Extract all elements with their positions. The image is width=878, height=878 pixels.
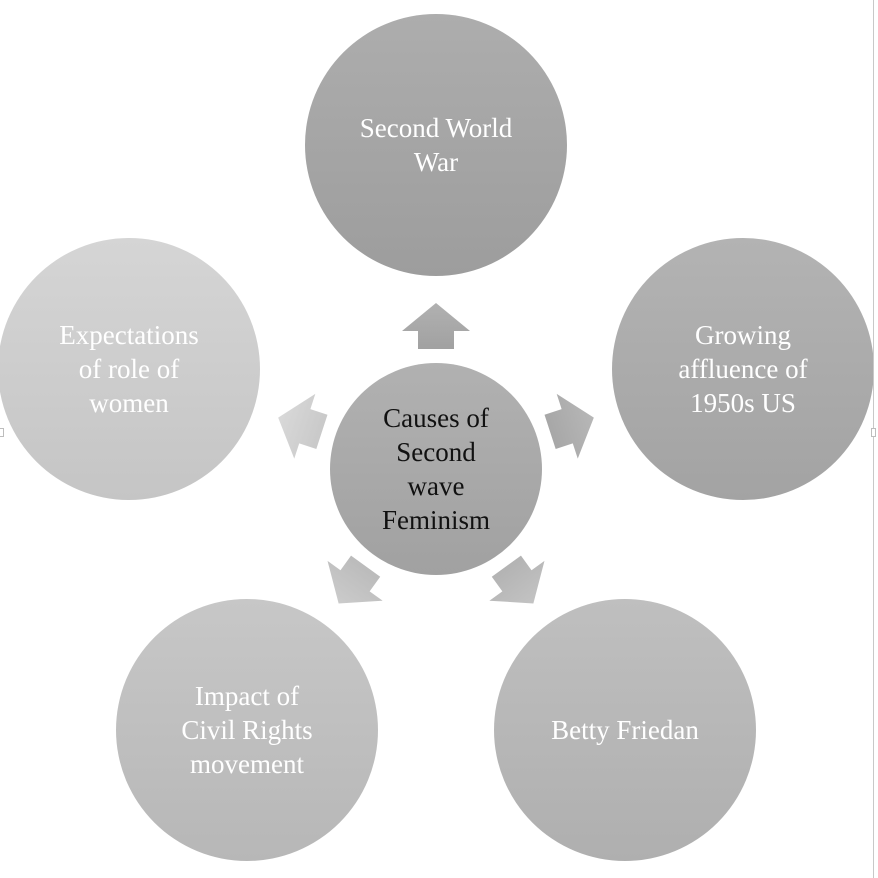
node-civil-rights-circle [116, 599, 378, 861]
arrow-to-role-of-women [278, 393, 328, 459]
node-role-of-women-label-line: of role of [79, 354, 179, 384]
arrow-to-growing-affluence [544, 393, 594, 459]
node-civil-rights-label-line: Impact of [195, 681, 299, 711]
node-betty-friedan: Betty Friedan [494, 599, 756, 861]
node-growing-affluence-label: Growing affluence of 1950s US [678, 320, 807, 418]
node-growing-affluence-label-line: affluence of [678, 354, 807, 384]
arrow-to-betty-friedan [489, 555, 545, 604]
node-second-world-war-circle [305, 14, 567, 276]
node-civil-rights: Impact of Civil Rights movement [116, 599, 378, 861]
center-node-label-line: Feminism [382, 505, 490, 535]
node-growing-affluence-circle [612, 238, 874, 500]
node-growing-affluence-label-line: 1950s US [690, 388, 796, 418]
page-edge-rule [873, 0, 874, 878]
node-betty-friedan-circle [494, 599, 756, 861]
node-second-world-war-label-line: War [414, 147, 458, 177]
center-node-label-line: Second [396, 437, 476, 467]
node-role-of-women-circle [0, 238, 260, 500]
node-civil-rights-label-line: movement [190, 749, 304, 779]
node-role-of-women-label-line: women [89, 388, 169, 418]
right-resize-handle[interactable] [871, 428, 876, 437]
node-betty-friedan-label: Betty Friedan [551, 715, 699, 745]
node-betty-friedan-label-line: Betty Friedan [551, 715, 699, 745]
node-growing-affluence: Growing affluence of 1950s US [612, 238, 874, 500]
center-node-label-line: Causes of [383, 403, 489, 433]
node-growing-affluence-label-line: Growing [695, 320, 791, 350]
arrows-layer [278, 303, 594, 604]
arrow-to-second-world-war [402, 303, 470, 349]
arrow-to-civil-rights [327, 555, 383, 604]
node-role-of-women-label-line: Expectations [59, 320, 198, 350]
node-role-of-women: Expectations of role of women [0, 238, 260, 500]
node-role-of-women-label: Expectations of role of women [59, 320, 198, 418]
node-second-world-war-label-line: Second World [360, 113, 513, 143]
center-node-label-line: wave [408, 471, 465, 501]
left-resize-handle[interactable] [0, 428, 4, 437]
node-civil-rights-label-line: Civil Rights [181, 715, 312, 745]
center-node-circle [330, 363, 542, 575]
node-civil-rights-label: Impact of Civil Rights movement [181, 681, 312, 779]
